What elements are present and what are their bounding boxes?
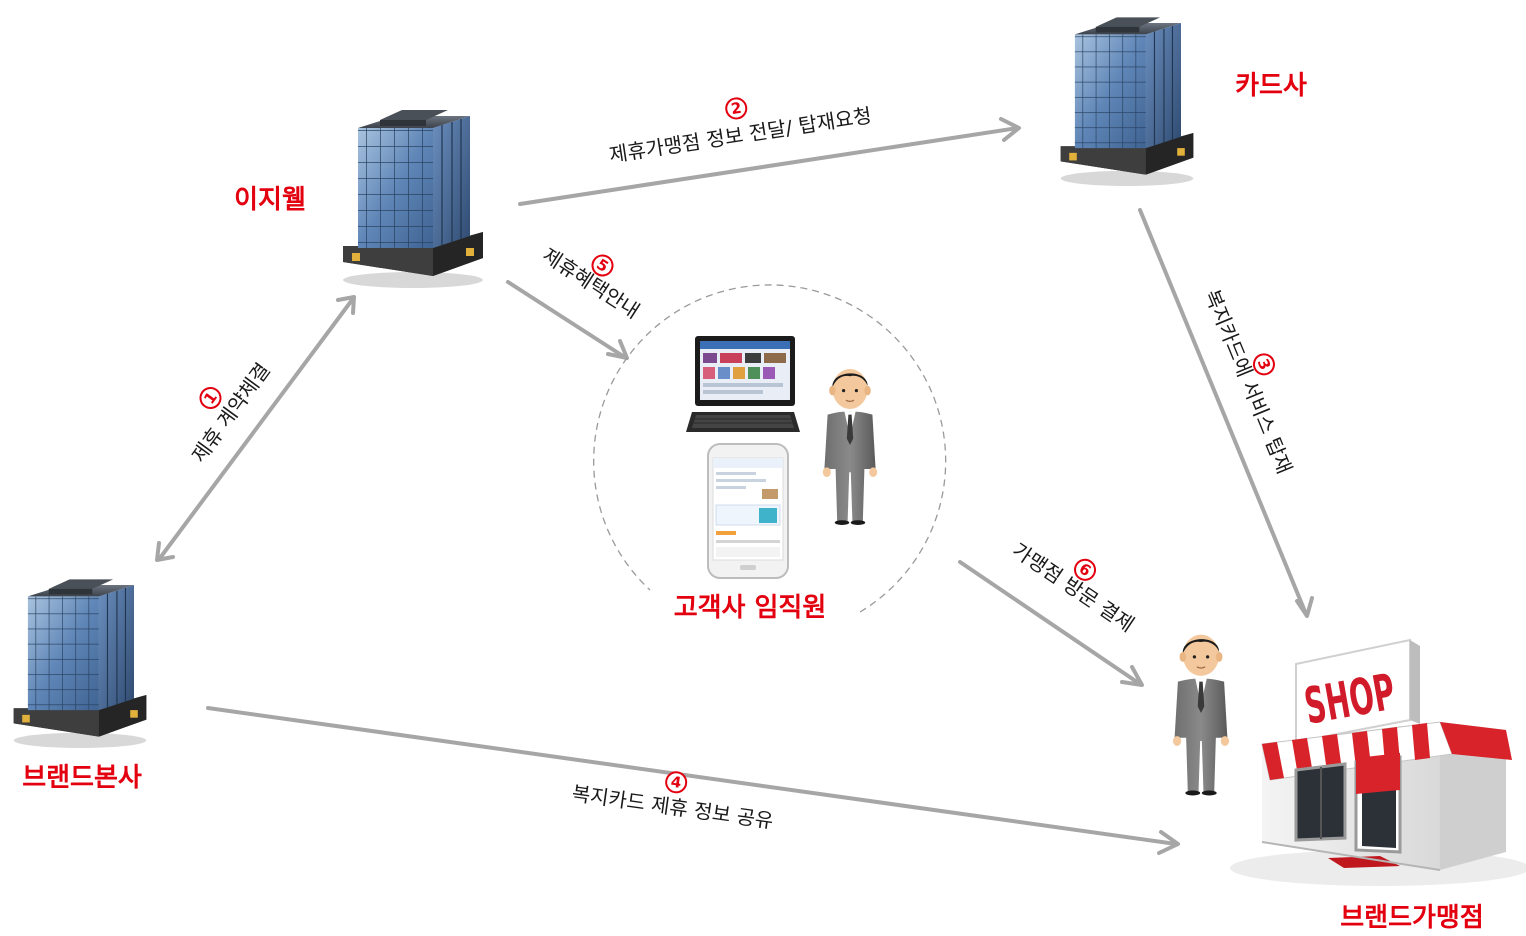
- employee-person-icon: [822, 368, 878, 526]
- smartphone-icon: [707, 443, 789, 579]
- tablet-icon: [686, 336, 800, 432]
- step-3-text: 복지카드에 서비스 탑재: [1200, 286, 1297, 477]
- arrow-step-4: [206, 706, 1180, 855]
- step-2-number: 2: [730, 99, 743, 118]
- card-company-building-icon: [1060, 16, 1194, 186]
- card-company-label: 카드사: [1235, 71, 1307, 101]
- arrow-step-6: [958, 560, 1144, 687]
- step-1-text: 제휴 계약체결: [187, 358, 275, 467]
- step-4-label-group: 4 복지카드 제휴 정보 공유: [570, 771, 775, 833]
- ezwel-building-icon: [342, 109, 484, 288]
- arrow-step-1: [155, 295, 356, 562]
- brand-hq-label: 브랜드본사: [22, 763, 142, 793]
- step-6-label-group: 6 가맹점 방문 결제: [1008, 538, 1139, 637]
- step-2-label-group: 2 제휴가맹점 정보 전달/ 탑재요청: [608, 97, 873, 167]
- step-4-number: 4: [670, 773, 683, 792]
- employee-group: [593, 284, 947, 613]
- step-3-label-group: 3 복지카드에 서비스 탑재: [1200, 286, 1297, 477]
- arrow-step-3: [1138, 208, 1314, 618]
- step-5-label-group: 5 제휴혜택안내: [538, 243, 644, 323]
- ezwel-label: 이지웰: [234, 185, 306, 215]
- shop-awning: [1261, 721, 1512, 781]
- shop-storefront-icon: SHOP: [1230, 638, 1526, 886]
- arrow-step-2: [518, 117, 1021, 206]
- employees-label: 고객사 임직원: [674, 593, 827, 623]
- step-1-label-group: 1 제휴 계약체결: [187, 358, 275, 467]
- brand-store-label: 브랜드가맹점: [1340, 903, 1484, 933]
- flow-arrows: [155, 117, 1314, 855]
- step-6-text: 가맹점 방문 결제: [1008, 538, 1139, 637]
- brand-hq-building-icon: [13, 578, 147, 748]
- store-visitor-person-icon: [1172, 633, 1230, 797]
